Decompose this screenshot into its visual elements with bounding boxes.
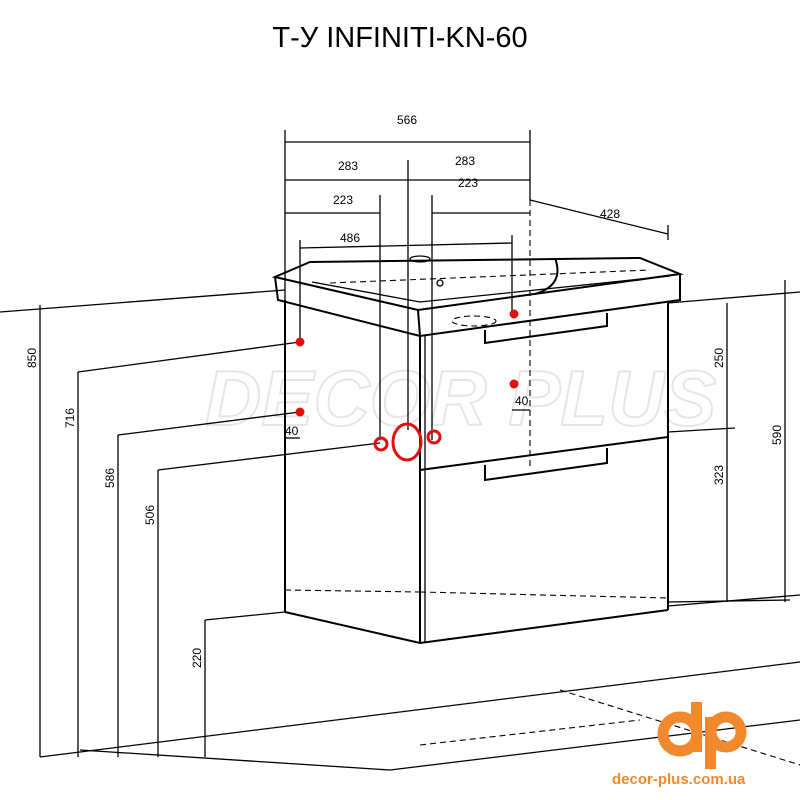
basin: [271, 255, 684, 338]
marker-dot: [509, 309, 519, 319]
dim-323: 323: [712, 465, 726, 485]
marker-dot: [295, 407, 305, 417]
dim-486: 486: [340, 231, 360, 245]
connection-markers: [295, 309, 519, 462]
dim-716: 716: [63, 408, 77, 428]
dp-logo-mark: [657, 702, 747, 769]
dim-506: 506: [143, 505, 157, 525]
drawer-handle-top: [484, 313, 608, 345]
dim-220: 220: [190, 648, 204, 668]
dim-850: 850: [25, 348, 39, 368]
dim-223-left: 223: [333, 193, 353, 207]
marker-dot: [509, 379, 519, 389]
brand-logo: [618, 700, 788, 775]
dim-223-right: 223: [458, 176, 478, 190]
horizontal-dimensions: 566 283 283 223 223 486 428 40 40: [284, 113, 669, 440]
dim-250: 250: [712, 348, 726, 368]
dim-40-left: 40: [285, 424, 299, 438]
dim-283-right: 283: [455, 154, 475, 168]
vertical-dimensions: 850 716 586 506 220 250 323 590: [25, 280, 791, 757]
cabinet-body: [284, 200, 669, 645]
dim-40-front: 40: [515, 394, 529, 408]
drawing-title: Т-У INFINITI-KN-60: [272, 22, 528, 54]
water-inlet-ring: [373, 436, 389, 452]
website-url: decor-plus.com.ua: [612, 771, 746, 788]
dim-586: 586: [103, 468, 117, 488]
dim-283-left: 283: [338, 159, 358, 173]
dim-590: 590: [770, 425, 784, 445]
dim-428: 428: [600, 207, 620, 221]
drain-ring: [391, 422, 423, 462]
water-inlet-ring: [426, 429, 442, 445]
marker-dot: [295, 337, 305, 347]
dim-566: 566: [397, 113, 417, 127]
drawer-handle-bottom: [484, 448, 608, 482]
wall-floor-lines: [0, 289, 800, 771]
watermark: DECOR PLUS: [205, 354, 716, 442]
